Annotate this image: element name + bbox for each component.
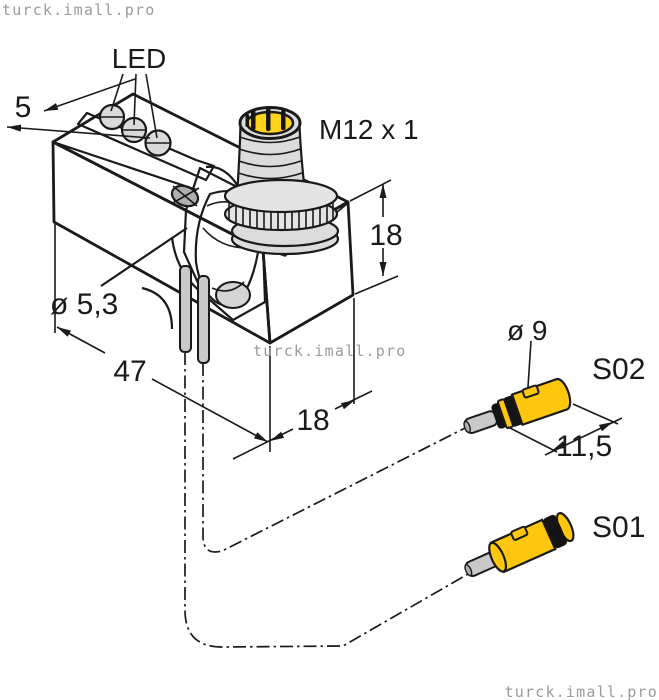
mounting-hole-icon bbox=[170, 184, 200, 208]
dim-body-depth bbox=[232, 298, 373, 460]
dim-connector-height bbox=[349, 179, 399, 295]
mounting-hole-label: ø 5,3 bbox=[50, 288, 118, 321]
led-strip bbox=[76, 111, 216, 182]
dim-body-length bbox=[54, 224, 269, 443]
s02-cable-tip bbox=[463, 420, 471, 434]
cable-route-s02 bbox=[202, 363, 466, 553]
m12-connector bbox=[223, 106, 340, 256]
dim-probe-length bbox=[507, 403, 623, 456]
hole-leader-line bbox=[100, 227, 188, 287]
s01-front-face bbox=[488, 541, 508, 573]
knurl-lines bbox=[228, 201, 334, 230]
dim-strip-width-label: 5 bbox=[15, 91, 32, 124]
housing-cable-1 bbox=[179, 265, 192, 353]
s02-black-ring bbox=[503, 395, 523, 427]
hole-leader-arc bbox=[141, 286, 174, 330]
led-leader-lines bbox=[110, 73, 158, 139]
thread-label: M12 x 1 bbox=[319, 114, 419, 145]
s01-cable-tip bbox=[464, 564, 473, 577]
housing-cable-2 bbox=[197, 275, 210, 364]
dim-body-depth-label: 18 bbox=[296, 404, 329, 437]
s02-keyway bbox=[521, 384, 540, 399]
watermark-center: turck.imall.pro bbox=[253, 342, 406, 360]
cable-route-s01 bbox=[184, 352, 469, 648]
watermark-bottom-right: turck.imall.pro bbox=[505, 683, 658, 700]
s01-keyway bbox=[510, 525, 529, 541]
led-indicators bbox=[76, 103, 216, 182]
housing-step-edge bbox=[52, 140, 198, 192]
dim-connector-height-label: 18 bbox=[369, 219, 402, 252]
connector-knurl-nut bbox=[223, 178, 339, 232]
s02-barrel bbox=[510, 377, 572, 426]
probe-diameter-label: ø 9 bbox=[507, 315, 547, 346]
probe-length-label: 11,5 bbox=[556, 430, 612, 463]
dim-body-length-label: 47 bbox=[113, 355, 146, 388]
sensor-probe-s02 bbox=[463, 377, 572, 434]
connector-threads bbox=[237, 136, 304, 192]
led-lens-lines bbox=[100, 116, 171, 144]
sensor-s02-label: S02 bbox=[592, 353, 645, 386]
clamp-cylinder-end bbox=[215, 281, 251, 309]
led-label: LED bbox=[112, 43, 166, 74]
watermark-top-left: turck.imall.pro bbox=[2, 1, 155, 19]
connector-pins-icon bbox=[245, 108, 286, 131]
s01-black-ring bbox=[543, 514, 567, 549]
dim-strip-width bbox=[6, 78, 151, 139]
sensor-probe-s01 bbox=[464, 512, 575, 577]
probe-diameter-leader bbox=[527, 340, 532, 388]
sensor-s01-label: S01 bbox=[592, 511, 645, 544]
s02-front-ring bbox=[491, 403, 507, 429]
